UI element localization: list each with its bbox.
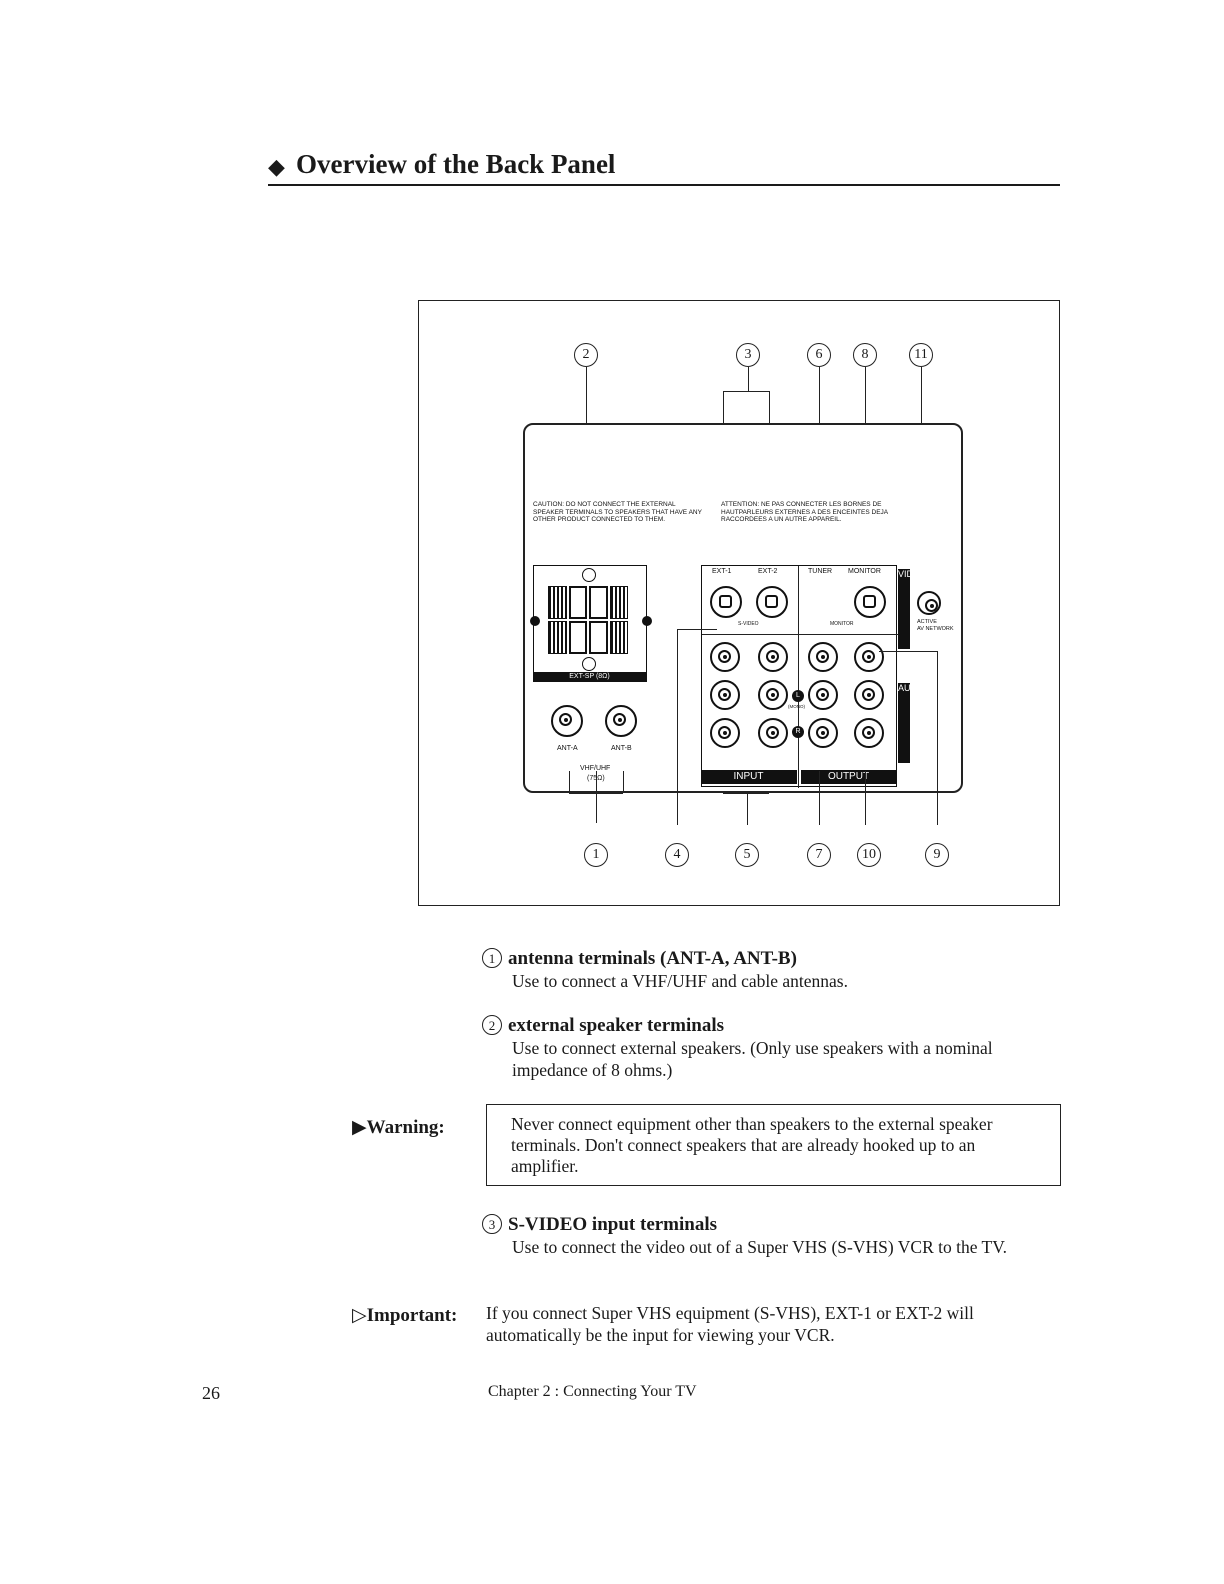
ext1-label: EXT-1	[712, 568, 732, 575]
terminal-marker-icon	[530, 616, 540, 626]
monitor-label: MONITOR	[848, 568, 881, 575]
callout-6: 6	[807, 343, 831, 367]
tuner-audio-r-jack	[808, 718, 838, 748]
speaker-clips-grid	[548, 586, 628, 654]
callout-10: 10	[857, 843, 881, 867]
tuner-video-out-jack	[808, 642, 838, 672]
item-1-heading: 1 antenna terminals (ANT-A, ANT-B)	[482, 948, 797, 970]
chapter-footer: Chapter 2 : Connecting Your TV	[488, 1383, 697, 1400]
leader-line	[723, 793, 769, 794]
ext2-svideo-jack	[756, 586, 788, 618]
monitor-audio-r-jack	[854, 718, 884, 748]
mono-label: (MONO)	[788, 704, 805, 709]
callout-8: 8	[853, 343, 877, 367]
callout-7: 7	[807, 843, 831, 867]
item-heading-text: antenna terminals (ANT-A, ANT-B)	[508, 948, 797, 969]
callout-4: 4	[665, 843, 689, 867]
page-title: Overview of the Back Panel	[296, 149, 616, 179]
r-marker: R	[792, 726, 804, 738]
l-marker: L	[792, 690, 804, 702]
leader-line	[747, 793, 748, 825]
callout-2: 2	[574, 343, 598, 367]
active-label: ACTIVE	[917, 619, 937, 625]
ext1-video-jack	[710, 642, 740, 672]
item-number-circle: 3	[482, 1214, 502, 1234]
item-3-heading: 3 S-VIDEO input terminals	[482, 1214, 717, 1236]
input-label: INPUT	[700, 770, 797, 784]
screw-icon	[582, 568, 596, 582]
ext2-audio-l-jack	[758, 680, 788, 710]
leader-line	[723, 391, 769, 392]
ant-b-label: ANT-B	[611, 745, 632, 752]
caution-text-en: CAUTION: DO NOT CONNECT THE EXTERNAL SPE…	[533, 501, 702, 523]
warning-label: ▶Warning:	[352, 1117, 445, 1138]
monitor-video-out-jack	[854, 642, 884, 672]
callout-11: 11	[909, 343, 933, 367]
ext1-svideo-jack	[710, 586, 742, 618]
ant-a-jack	[551, 705, 583, 737]
caution-text-fr: ATTENTION: NE PAS CONNECTER LES BORNES D…	[721, 501, 888, 523]
leader-line	[623, 771, 624, 793]
video-vertical-label: VIDEO	[898, 569, 926, 649]
item-2-text: Use to connect external speakers. (Only …	[512, 1038, 993, 1080]
vhf-uhf-label: VHF/UHF	[580, 765, 611, 772]
leader-line	[596, 771, 597, 823]
ohms-label: (75Ω)	[587, 775, 605, 782]
ext-sp-label: EXT-SP (8Ω)	[532, 672, 647, 682]
audio-vertical-label: AUDIO	[898, 683, 927, 763]
ext2-audio-r-jack	[758, 718, 788, 748]
diamond-bullet-icon: ◆	[268, 154, 285, 179]
monitor-svideo-jack	[854, 586, 886, 618]
tuner-audio-l-jack	[808, 680, 838, 710]
leader-line	[677, 629, 678, 825]
av-terminal-block: EXT-1 EXT-2 TUNER MONITOR S-VIDEO MONITO…	[700, 565, 898, 788]
important-label: ▷Important:	[352, 1305, 458, 1326]
av-network-label: AV NETWORK	[917, 626, 954, 632]
leader-line	[937, 651, 938, 825]
warning-text: Never connect equipment other than speak…	[511, 1114, 993, 1176]
svideo-label: S-VIDEO	[738, 621, 759, 627]
item-2-heading: 2 external speaker terminals	[482, 1015, 724, 1037]
item-number-circle: 2	[482, 1015, 502, 1035]
leader-line	[569, 771, 570, 793]
leader-line	[677, 629, 717, 630]
item-1-text: Use to connect a VHF/UHF and cable anten…	[512, 971, 848, 991]
tuner-label: TUNER	[808, 568, 833, 575]
monitor-audio-l-jack	[854, 680, 884, 710]
leader-line	[569, 793, 623, 794]
item-number-circle: 1	[482, 948, 502, 968]
terminal-marker-icon	[642, 616, 652, 626]
screw-icon	[582, 657, 596, 671]
ext2-video-jack	[758, 642, 788, 672]
warning-box: Never connect equipment other than speak…	[486, 1104, 1061, 1186]
item-3-text: Use to connect the video out of a Super …	[512, 1237, 1007, 1257]
tv-back-panel: CAUTION: DO NOT CONNECT THE EXTERNAL SPE…	[523, 423, 963, 793]
ant-b-jack	[605, 705, 637, 737]
callout-9: 9	[925, 843, 949, 867]
output-label: OUTPUT	[801, 770, 896, 784]
ext1-audio-r-jack	[710, 718, 740, 748]
important-text: If you connect Super VHS equipment (S-VH…	[486, 1303, 974, 1345]
av-network-jack	[917, 591, 941, 615]
item-heading-text: external speaker terminals	[508, 1015, 724, 1036]
back-panel-figure: 2 3 6 8 11 CAUTION: DO NOT CONNECT THE E…	[418, 300, 1060, 906]
callout-1: 1	[584, 843, 608, 867]
section-title-row: ◆ Overview of the Back Panel	[268, 148, 1060, 186]
speaker-terminal-block: EXT-SP (8Ω)	[530, 565, 652, 682]
page-number: 26	[202, 1383, 220, 1403]
callout-5: 5	[735, 843, 759, 867]
ext2-label: EXT-2	[758, 568, 778, 575]
leader-line	[879, 651, 937, 652]
ant-a-label: ANT-A	[557, 745, 578, 752]
ext1-audio-l-jack	[710, 680, 740, 710]
callout-3: 3	[736, 343, 760, 367]
item-heading-text: S-VIDEO input terminals	[508, 1214, 718, 1235]
leader-line	[865, 771, 866, 825]
leader-line	[748, 367, 749, 391]
monitor-sub-label: MONITOR	[830, 621, 854, 627]
leader-line	[819, 771, 820, 825]
